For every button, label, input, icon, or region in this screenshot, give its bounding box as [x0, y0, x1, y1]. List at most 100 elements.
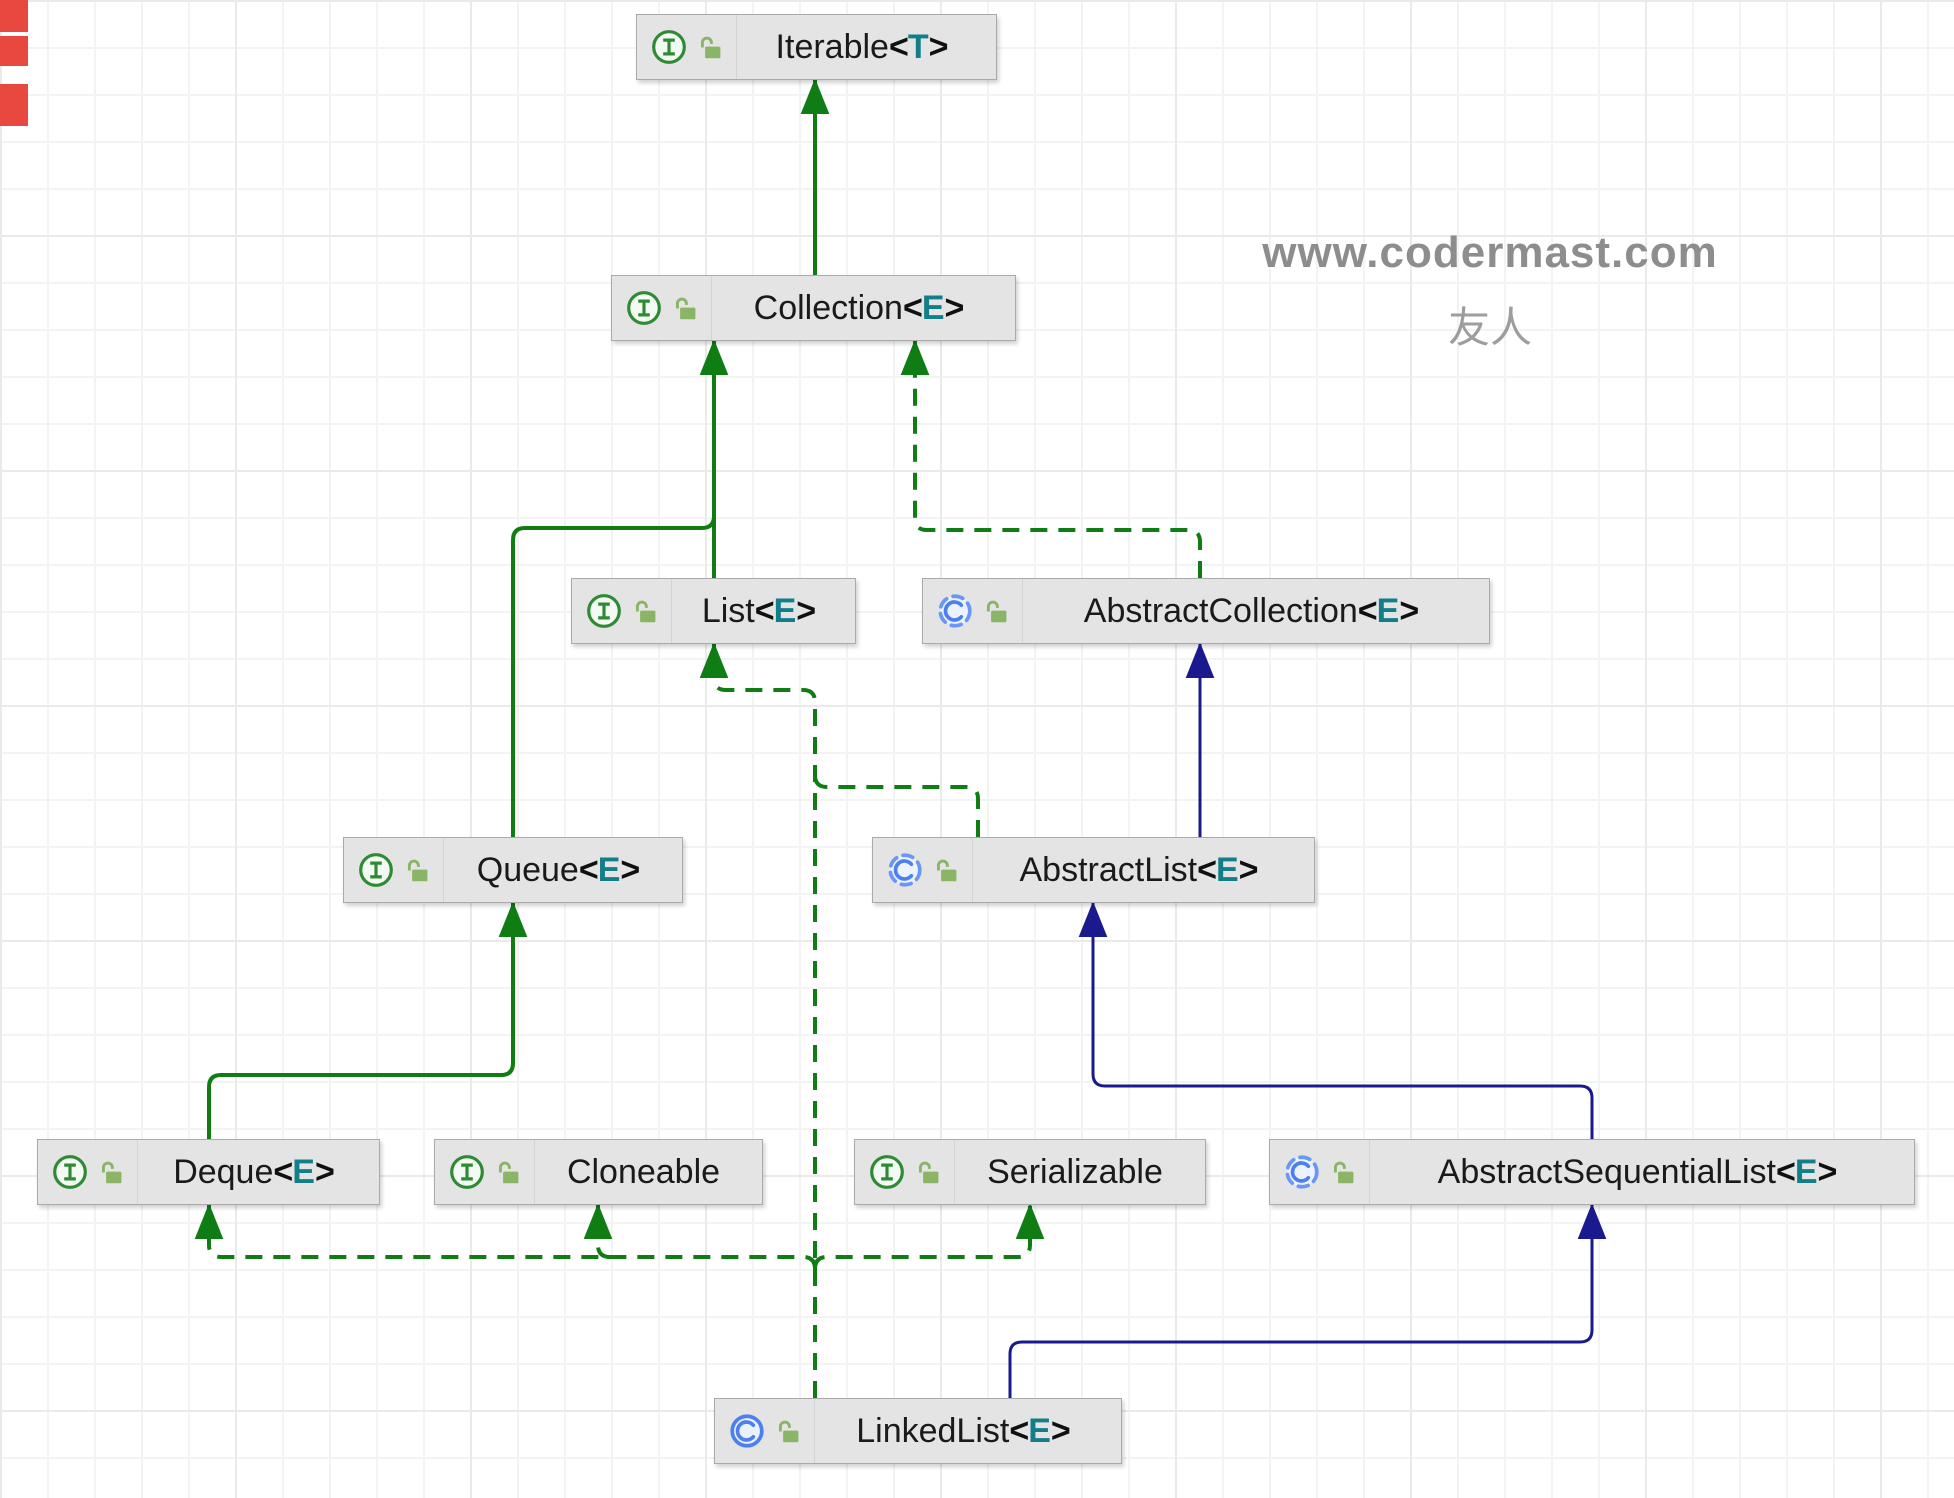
lock-open-icon	[404, 857, 431, 884]
edge-abstractlist-implements-list	[813, 774, 980, 837]
node-deque[interactable]: Deque<E>	[37, 1139, 380, 1205]
interface-icon	[625, 289, 663, 327]
lock-open-icon	[672, 295, 699, 322]
angle-close: >	[944, 288, 965, 327]
node-cloneable[interactable]: Cloneable	[434, 1139, 763, 1205]
generic-param: <E>	[1775, 1152, 1838, 1191]
lock-open-icon	[98, 1159, 125, 1186]
node-label: Collection<E>	[712, 289, 1015, 328]
angle-close: >	[928, 27, 949, 66]
generic-param: <E>	[754, 591, 816, 630]
angle-open: <	[578, 850, 599, 889]
class-name: Deque	[173, 1152, 274, 1191]
node-label: Cloneable	[535, 1153, 762, 1192]
angle-close: >	[620, 850, 640, 889]
generic-param: <E>	[1009, 1411, 1071, 1450]
type-param: E	[1376, 591, 1400, 630]
node-collection[interactable]: Collection<E>	[611, 275, 1016, 341]
node-label: LinkedList<E>	[815, 1412, 1121, 1451]
node-serializable[interactable]: Serializable	[854, 1139, 1206, 1205]
type-param: E	[1794, 1152, 1818, 1191]
lock-open-icon	[632, 598, 659, 625]
class-name: Collection	[753, 288, 903, 327]
angle-close: >	[1399, 591, 1419, 630]
edge-linkedlist-extends-abstractsequentiallist	[1008, 1203, 1607, 1398]
type-param: E	[773, 591, 797, 630]
node-label: List<E>	[672, 592, 855, 631]
abstract-class-icon	[1283, 1153, 1321, 1191]
node-label: Deque<E>	[138, 1153, 379, 1192]
type-param: E	[921, 288, 945, 327]
node-label: Iterable<T>	[737, 28, 996, 67]
edge-queue-extends-collection	[511, 515, 716, 837]
type-param: E	[292, 1152, 315, 1191]
abstract-class-icon	[886, 851, 924, 889]
angle-close: >	[1050, 1411, 1071, 1450]
angle-open: <	[888, 27, 909, 66]
node-abstract-collection[interactable]: AbstractCollection<E>	[922, 578, 1490, 644]
node-label: AbstractSequentialList<E>	[1370, 1153, 1914, 1192]
node-iterable[interactable]: Iterable<T>	[636, 14, 997, 80]
generic-param: <E>	[902, 288, 965, 327]
generic-param: <T>	[889, 28, 948, 66]
class-icon	[728, 1412, 766, 1450]
node-queue[interactable]: Queue<E>	[343, 837, 683, 903]
edge-deque-extends-queue	[207, 901, 528, 1139]
edge-linkedlist-implements-list	[699, 642, 817, 1398]
edge-linkedlist-implements-deque	[194, 1203, 817, 1270]
angle-close: >	[1817, 1152, 1838, 1191]
interface-icon	[650, 28, 688, 66]
node-list[interactable]: List<E>	[571, 578, 856, 644]
abstract-class-icon	[936, 592, 974, 630]
interface-icon	[585, 592, 623, 630]
class-name: AbstractCollection	[1083, 591, 1358, 630]
angle-open: <	[902, 288, 923, 327]
class-name: LinkedList	[856, 1411, 1010, 1450]
edge-abstractsequentiallist-extends-abstractlist	[1078, 901, 1594, 1139]
error-stripe-mark	[0, 84, 28, 126]
lock-open-icon	[1330, 1159, 1357, 1186]
node-label: AbstractList<E>	[973, 851, 1314, 890]
node-linked-list[interactable]: LinkedList<E>	[714, 1398, 1122, 1464]
class-name: AbstractList	[1019, 850, 1198, 889]
angle-open: <	[273, 1152, 293, 1191]
angle-open: <	[754, 591, 775, 630]
node-abstract-list[interactable]: AbstractList<E>	[872, 837, 1315, 903]
error-stripe-mark	[0, 0, 28, 32]
generic-param: <E>	[1357, 591, 1419, 630]
angle-close: >	[314, 1152, 335, 1191]
interface-icon	[448, 1153, 486, 1191]
node-abstract-sequential-list[interactable]: AbstractSequentialList<E>	[1269, 1139, 1915, 1205]
interface-icon	[868, 1153, 906, 1191]
generic-param: <E>	[578, 850, 640, 889]
watermark-url: www.codermast.com	[1262, 228, 1718, 277]
lock-open-icon	[983, 598, 1010, 625]
class-name: AbstractSequentialList	[1437, 1152, 1776, 1191]
node-label: Queue<E>	[444, 851, 682, 890]
interface-icon	[357, 851, 395, 889]
generic-param: <E>	[1197, 850, 1259, 889]
lock-open-icon	[775, 1418, 802, 1445]
node-label: Serializable	[955, 1153, 1205, 1192]
watermark-author: 友人	[1447, 304, 1532, 351]
angle-close: >	[1238, 850, 1259, 889]
angle-open: <	[1009, 1411, 1029, 1450]
class-name: Iterable	[775, 27, 889, 66]
lock-open-icon	[697, 34, 724, 61]
class-name: Cloneable	[566, 1152, 721, 1191]
type-param: E	[1028, 1411, 1051, 1450]
interface-icon	[51, 1153, 89, 1191]
node-label: AbstractCollection<E>	[1023, 592, 1489, 631]
angle-open: <	[1197, 850, 1217, 889]
lock-open-icon	[933, 857, 960, 884]
edge-abstractcollection-implements-collection	[900, 339, 1202, 578]
class-name: Serializable	[987, 1152, 1163, 1191]
class-name: Queue	[476, 850, 579, 889]
edge-linkedlist-implements-cloneable	[583, 1203, 613, 1259]
generic-param: <E>	[273, 1152, 335, 1191]
angle-open: <	[1775, 1152, 1796, 1191]
class-name: List	[701, 591, 755, 630]
angle-open: <	[1357, 591, 1378, 630]
